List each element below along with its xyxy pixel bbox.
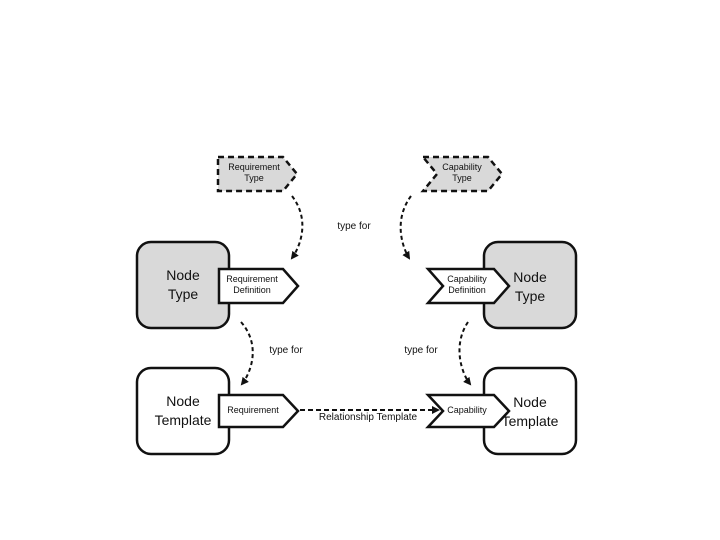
relationship-template-label: Relationship Template <box>318 412 418 423</box>
capability-tag <box>425 393 511 429</box>
requirement-definition-label: Requirement Definition <box>219 274 285 297</box>
type-for-top-label: type for <box>337 221 371 232</box>
capability-definition-line1: Capability <box>447 274 487 284</box>
type-for-left-label: type for <box>269 345 303 356</box>
capability-type-line1: Capability <box>442 162 482 172</box>
capability-definition-line2: Definition <box>448 285 486 296</box>
node-type-right-label: Node Type <box>484 268 576 306</box>
requirement-type-tag <box>216 155 299 193</box>
node-template-right-line2: Template <box>501 412 559 429</box>
node-template-left-label: Node Template <box>137 392 229 430</box>
node-type-right-line2: Type <box>514 287 546 304</box>
node-type-left-line1: Node <box>166 267 200 283</box>
node-template-left-line2: Template <box>154 411 212 428</box>
requirement-definition-line1: Requirement <box>226 274 278 284</box>
node-template-right-line1: Node <box>513 394 547 410</box>
capability-type-tag <box>420 155 504 193</box>
requirement-type-label: Requirement Type <box>218 162 290 185</box>
requirement-definition-to-requirement-arrow <box>240 321 254 386</box>
node-type-left-line2: Type <box>167 285 199 302</box>
capability-definition-to-capability-arrow <box>458 321 472 386</box>
requirement-type-line2: Type <box>244 173 264 184</box>
node-template-right-label: Node Template <box>484 393 576 431</box>
capability-type-to-definition-arrow <box>399 195 412 260</box>
requirement-type-line1: Requirement <box>228 162 280 172</box>
capability-type-label: Capability Type <box>430 162 494 185</box>
node-type-right-line1: Node <box>513 269 547 285</box>
capability-type-line2: Type <box>452 173 472 184</box>
capability-label: Capability <box>447 405 487 415</box>
capability-definition-label: Capability Definition <box>437 274 497 297</box>
requirement-tag <box>217 393 300 429</box>
node-template-left-line1: Node <box>166 393 200 409</box>
type-for-right-label: type for <box>404 345 438 356</box>
requirement-definition-tag <box>217 267 300 305</box>
capability-definition-tag <box>425 267 511 305</box>
requirement-definition-line2: Definition <box>233 285 271 296</box>
node-type-left-label: Node Type <box>137 266 229 304</box>
requirement-label: Requirement <box>227 405 279 415</box>
requirement-type-to-definition-arrow <box>290 195 304 260</box>
